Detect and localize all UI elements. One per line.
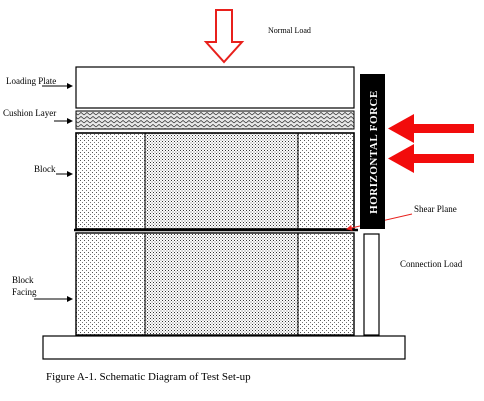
shear-plane-label: Shear Plane [414,204,457,214]
base-plate [42,335,406,360]
horizontal-force-arrow-bottom [388,144,474,173]
cushion-layer-label: Cushion Layer [3,108,56,118]
connection-load-label: Connection Load [400,259,463,269]
horizontal-force-arrow-top [388,114,474,143]
normal-load-label: Normal Load [268,26,311,35]
block-label: Block [34,164,56,174]
block-facing-label-line1: Block [12,275,34,285]
connection-load-post [363,233,380,336]
horizontal-force-label: HORIZONTAL FORCE [368,90,380,214]
normal-load-arrow [203,9,245,64]
block-facing [75,232,355,336]
block-facing-label-line2: Facing [12,287,37,297]
upper-block [75,132,355,230]
figure-caption: Figure A-1. Schematic Diagram of Test Se… [46,371,251,383]
horizontal-force-bar [360,74,385,229]
cushion-layer [75,110,355,130]
loading-plate-label: Loading Plate [6,76,56,86]
loading-plate [75,66,355,109]
